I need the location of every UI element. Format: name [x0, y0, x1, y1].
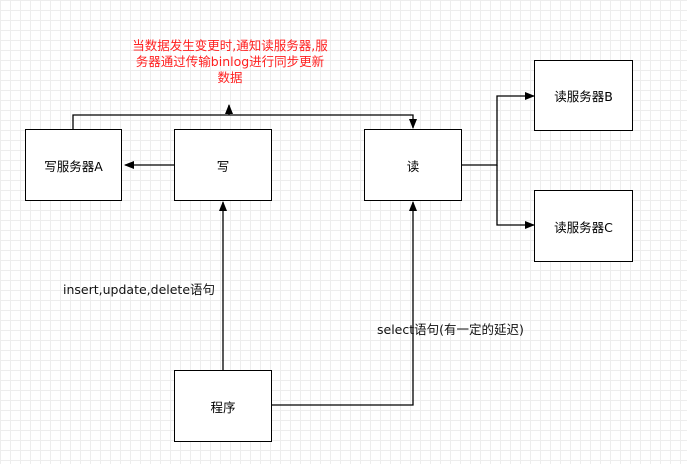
read-server-b-node[interactable]: 读服务器B	[534, 60, 633, 131]
sync-note: 当数据发生变更时,通知读服务器,服务器通过传输binlog进行同步更新数据	[132, 38, 328, 85]
write-label: 写	[216, 158, 230, 174]
program-node[interactable]: 程序	[174, 370, 272, 442]
edge-write-server-a-to-read	[72, 114, 417, 129]
read-node[interactable]: 读	[364, 129, 462, 201]
edge-program-to-read	[272, 201, 417, 406]
read-server-c-label: 读服务器C	[554, 219, 613, 235]
write-server-a-label: 写服务器A	[44, 158, 103, 174]
read-server-b-label: 读服务器B	[554, 89, 613, 104]
edge-read-to-read-server-b	[462, 92, 535, 166]
select-statement-label: select语句(有一定的延迟)	[377, 322, 524, 337]
write-statements-label: insert,update,delete语句	[63, 282, 216, 297]
program-label: 程序	[210, 399, 236, 415]
write-node[interactable]: 写	[174, 129, 272, 201]
read-label: 读	[406, 158, 420, 174]
read-server-c-node[interactable]: 读服务器C	[534, 190, 633, 262]
write-server-a-node[interactable]: 写服务器A	[25, 129, 122, 201]
edge-read-to-read-server-c	[496, 165, 535, 229]
